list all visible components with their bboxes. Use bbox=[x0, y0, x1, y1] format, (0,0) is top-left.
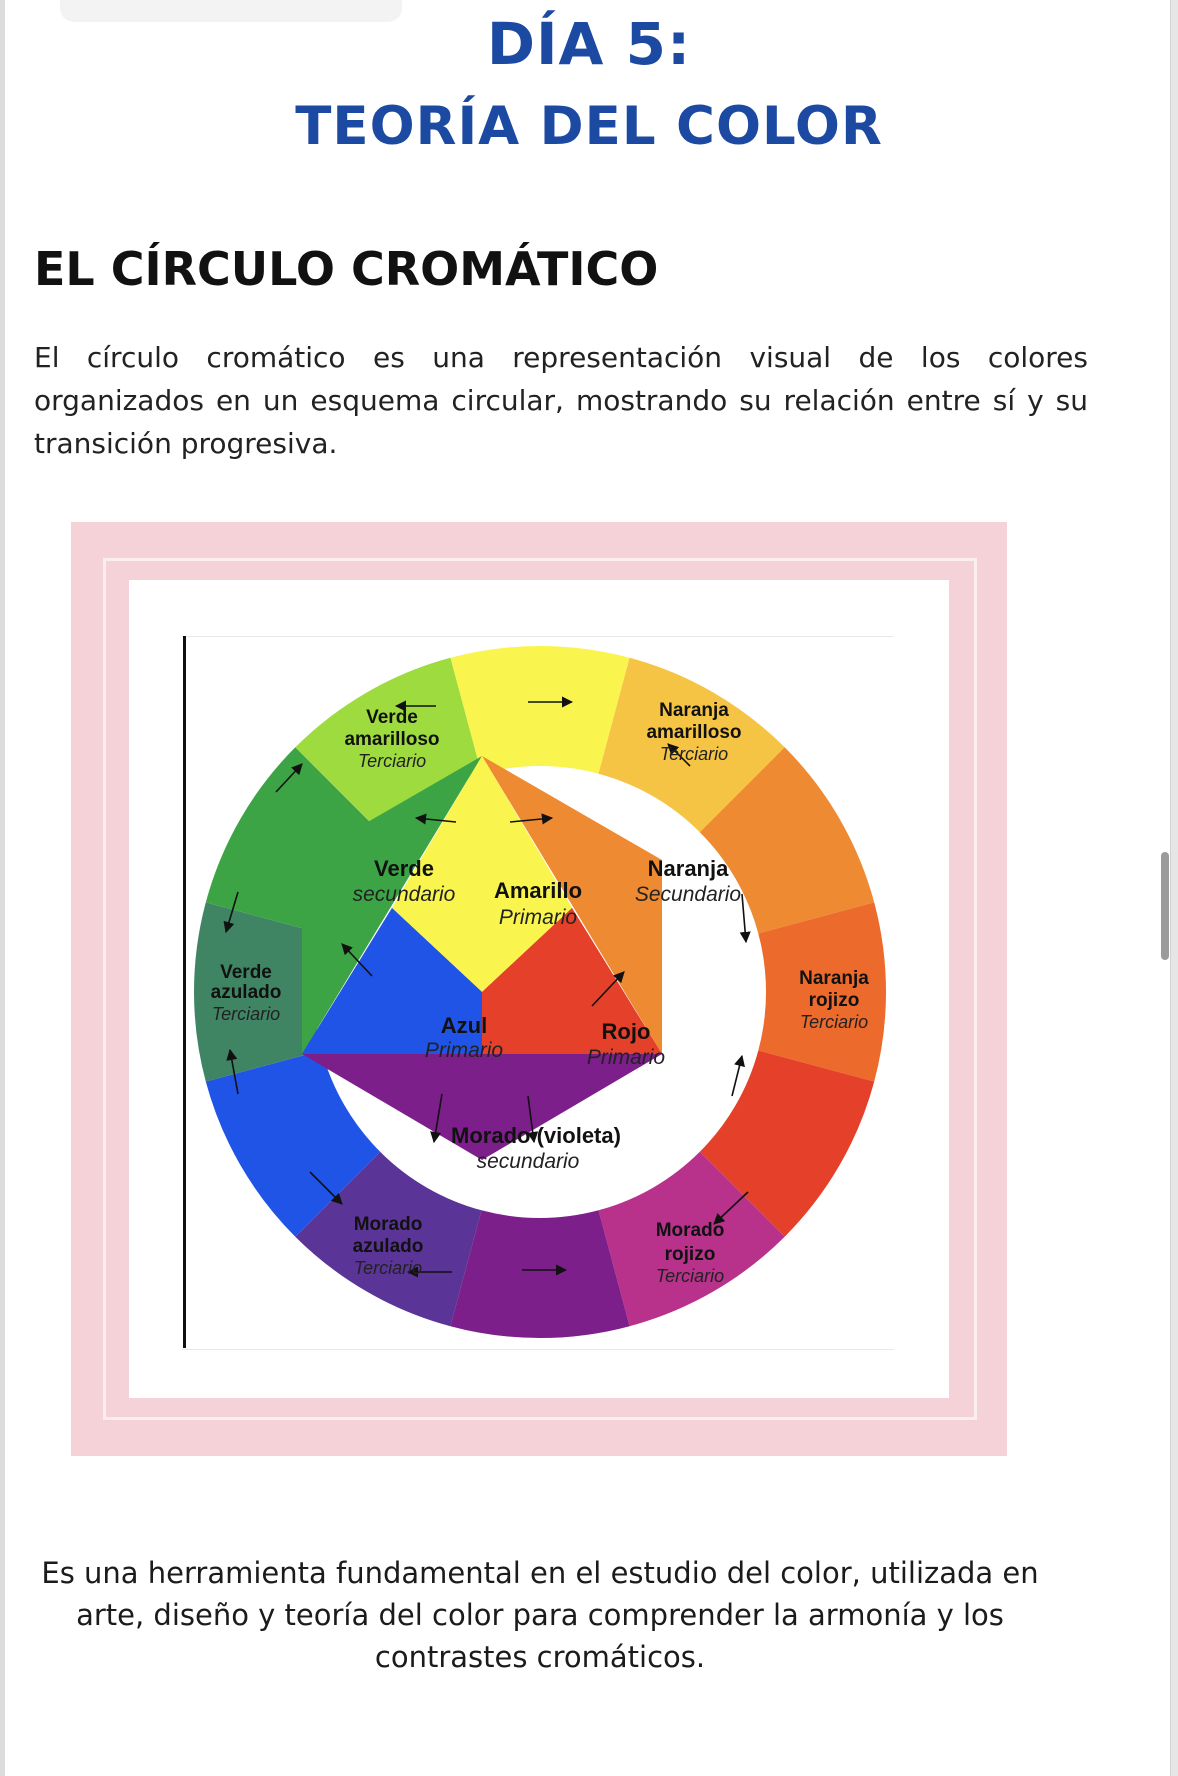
arrow-icon bbox=[226, 1048, 239, 1095]
label-azul: Azul bbox=[441, 1013, 487, 1038]
label-verde-azulado-2: azulado bbox=[211, 982, 282, 1003]
label-verde-secundario: Verde bbox=[374, 856, 434, 881]
label-naranja-rojizo: Naranja bbox=[799, 968, 869, 989]
topic-title: TEORÍA DEL COLOR bbox=[295, 96, 883, 157]
arrow-icon bbox=[275, 763, 303, 793]
label-morado-rojizo-2: rojizo bbox=[665, 1244, 716, 1265]
arrow-icon bbox=[667, 743, 691, 767]
hex-red-core bbox=[482, 908, 662, 1054]
arrow-icon bbox=[591, 971, 625, 1007]
label-amarillo: Amarillo bbox=[494, 878, 582, 903]
arrow-icon bbox=[414, 813, 457, 825]
right-frame-edge bbox=[1170, 0, 1178, 1776]
arrow-icon bbox=[739, 893, 751, 944]
intro-paragraph: El círculo cromático es una representaci… bbox=[34, 341, 1088, 460]
ring-violet bbox=[450, 1210, 630, 1339]
ring-red-violet bbox=[598, 1151, 785, 1327]
hex-yellow-core bbox=[392, 756, 572, 992]
label-naranja-amarilloso-type: Terciario bbox=[660, 744, 728, 764]
label-morado-rojizo: Morado bbox=[656, 1220, 725, 1241]
arrow-icon bbox=[713, 1191, 749, 1225]
label-naranja-amarilloso-2: amarilloso bbox=[646, 722, 741, 743]
hex-green-secondary bbox=[302, 756, 482, 1054]
label-morado-violeta-type: secundario bbox=[477, 1150, 580, 1173]
label-verde-amarilloso-2: amarilloso bbox=[344, 729, 439, 750]
label-morado-azulado-2: azulado bbox=[353, 1236, 424, 1257]
color-wheel: Verde amarilloso Terciario Naranja amari… bbox=[193, 645, 887, 1339]
ring-yellow-orange bbox=[598, 657, 785, 833]
arrow-icon bbox=[223, 891, 239, 934]
arrow-icon bbox=[341, 943, 373, 977]
label-morado-azulado-type: Terciario bbox=[354, 1258, 422, 1278]
label-naranja-secundario-type: Secundario bbox=[635, 883, 742, 906]
top-bar-remnant bbox=[60, 0, 402, 22]
ring-yellow bbox=[450, 645, 630, 774]
label-naranja-rojizo-type: Terciario bbox=[800, 1012, 868, 1032]
label-amarillo-type: Primario bbox=[499, 906, 577, 929]
ring-orange bbox=[699, 747, 875, 934]
ring-blue bbox=[205, 1050, 381, 1237]
scrollbar-thumb[interactable] bbox=[1161, 852, 1169, 960]
image-frame-inner-line bbox=[103, 558, 977, 1420]
ring-blue-green bbox=[193, 902, 322, 1082]
arrow-icon bbox=[309, 1171, 343, 1205]
label-verde-amarilloso: Verde bbox=[366, 707, 418, 728]
ring-red bbox=[699, 1050, 875, 1237]
arrow-icon bbox=[731, 1054, 745, 1097]
arrow-icon bbox=[509, 813, 554, 825]
label-azul-type: Primario bbox=[425, 1039, 503, 1062]
section-heading: EL CÍRCULO CROMÁTICO bbox=[34, 242, 659, 296]
label-verde-secundario-type: secundario bbox=[353, 883, 456, 906]
label-rojo-type: Primario bbox=[587, 1046, 665, 1069]
arrow-icon bbox=[527, 1095, 539, 1144]
label-morado-rojizo-type: Terciario bbox=[656, 1266, 724, 1286]
label-morado-azulado: Morado bbox=[354, 1214, 423, 1235]
hex-blue-core bbox=[302, 908, 482, 1054]
left-frame-edge bbox=[0, 0, 5, 1776]
ring-red-orange bbox=[758, 902, 887, 1082]
label-rojo: Rojo bbox=[602, 1019, 651, 1044]
label-verde-azulado-type: Terciario bbox=[212, 1004, 280, 1024]
label-naranja-amarilloso: Naranja bbox=[659, 700, 729, 721]
hex-violet-secondary bbox=[302, 1054, 662, 1160]
arrow-icon bbox=[430, 1093, 443, 1144]
closing-paragraph: Es una herramienta fundamental en el est… bbox=[41, 1556, 1039, 1674]
label-verde-azulado: Verde bbox=[220, 962, 272, 983]
label-naranja-rojizo-2: rojizo bbox=[809, 990, 860, 1011]
day-title: DÍA 5: bbox=[486, 10, 692, 78]
label-naranja-secundario: Naranja bbox=[648, 856, 729, 881]
label-morado-violeta: Morado (violeta) bbox=[451, 1123, 621, 1148]
image-left-border bbox=[183, 636, 186, 1348]
label-verde-amarilloso-type: Terciario bbox=[358, 751, 426, 771]
